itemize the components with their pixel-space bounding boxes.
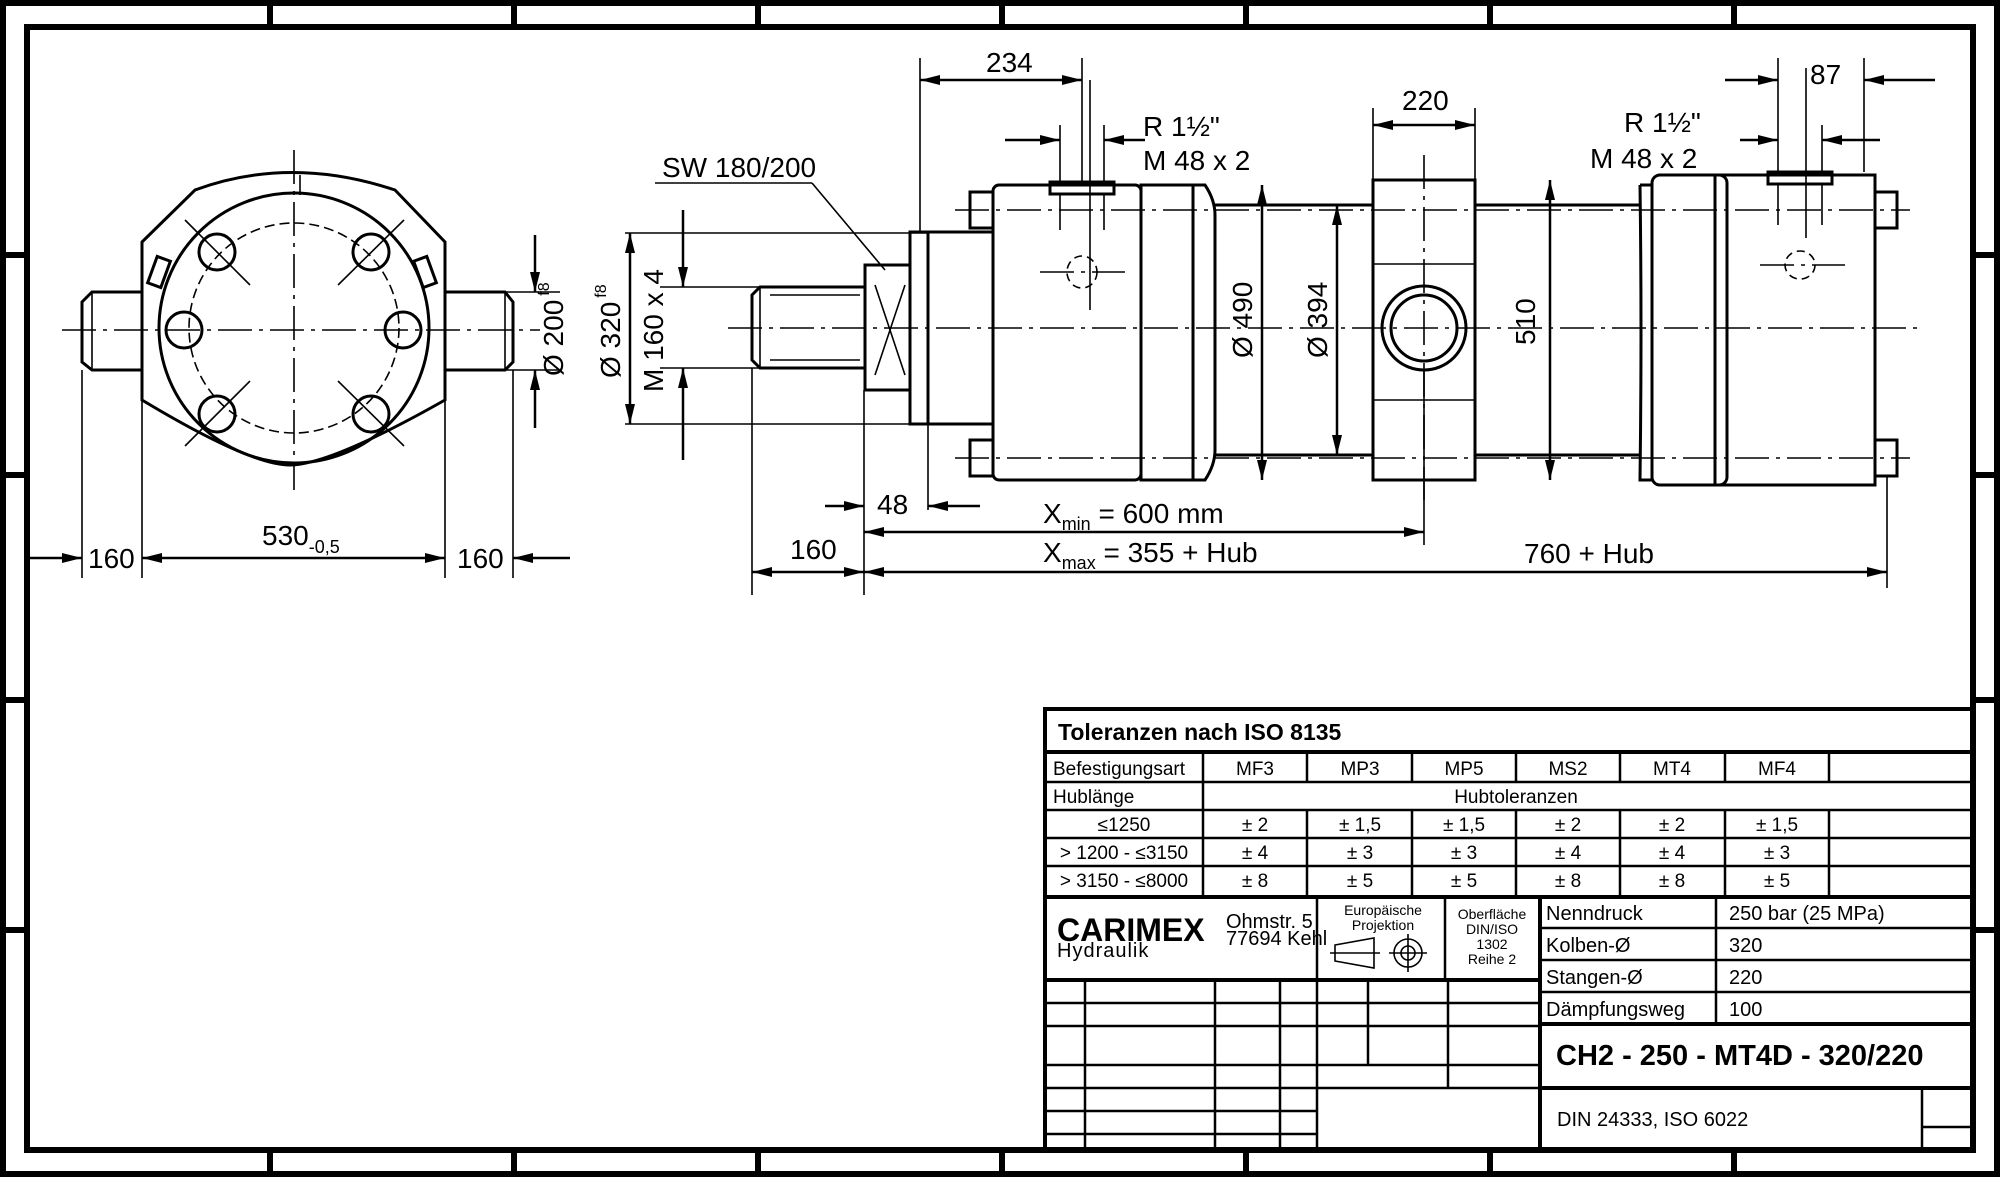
dim-510: 510	[1510, 298, 1541, 345]
dim-port-m-left: M 48 x 2	[1143, 145, 1250, 176]
company-city: 77694 Kehl	[1226, 928, 1327, 950]
dim-flange-width: 530-0,5	[262, 520, 340, 557]
mount-type-label: Befestigungsart	[1053, 759, 1186, 780]
dim-port-r-right: R 1½"	[1624, 107, 1701, 138]
dim-side-right: 160	[457, 543, 504, 574]
row-range: ≤1250	[1098, 815, 1151, 836]
bolt-hole	[351, 394, 391, 434]
spec-label: Kolben-Ø	[1546, 935, 1631, 957]
bolt-circle	[188, 222, 400, 434]
mount-type-ms2: MS2	[1548, 759, 1587, 780]
projection-symbol-icon	[1330, 934, 1427, 972]
dim-dia-320-fit: f8	[593, 284, 610, 297]
row-value: ± 2	[1659, 815, 1685, 836]
projection-label-2: Projektion	[1352, 917, 1414, 933]
projection-label-1: Europäische	[1344, 902, 1422, 918]
row-value: ± 1,5	[1443, 815, 1485, 836]
mount-type-mf3: MF3	[1236, 759, 1274, 780]
dim-wrench-size: SW 180/200	[662, 152, 816, 183]
mount-type-mf4: MF4	[1758, 759, 1796, 780]
row-value: ± 4	[1659, 843, 1686, 864]
spec-label: Stangen-Ø	[1546, 967, 1643, 989]
row-value: ± 5	[1347, 871, 1373, 892]
bolt-hole	[197, 394, 237, 434]
dim-flange-tolerance: -0,5	[309, 537, 340, 557]
dim-thread-m160: M 160 x 4	[638, 269, 669, 392]
side-view	[728, 155, 1920, 500]
part-number: CH2 - 250 - MT4D - 320/220	[1556, 1040, 1923, 1072]
row-value: ± 1,5	[1339, 815, 1381, 836]
mount-type-mp3: MP3	[1340, 759, 1379, 780]
standards: DIN 24333, ISO 6022	[1557, 1109, 1748, 1131]
surface-label-1: Oberfläche	[1458, 906, 1527, 922]
dim-48: 48	[877, 489, 908, 520]
row-value: ± 3	[1764, 843, 1790, 864]
bolt-hole	[197, 232, 237, 272]
tolerance-table-title: Toleranzen nach ISO 8135	[1058, 719, 1342, 745]
company-street: Ohmstr. 5	[1226, 911, 1313, 933]
row-value: ± 8	[1242, 871, 1268, 892]
dim-234: 234	[986, 47, 1033, 78]
company-subtitle: Hydraulik	[1057, 940, 1149, 962]
row-value: ± 4	[1555, 843, 1582, 864]
row-value: ± 8	[1555, 871, 1581, 892]
dim-220: 220	[1402, 85, 1449, 116]
dim-port-m-right: M 48 x 2	[1590, 143, 1697, 174]
dimension-labels: 160 530-0,5 160 Ø 200f8 Ø 320f8 M 160 x …	[88, 47, 1841, 574]
surface-label-4: Reihe 2	[1468, 951, 1516, 967]
bolt-hole	[351, 232, 391, 272]
dim-87: 87	[1810, 59, 1841, 90]
dim-xmin: Xmin = 600 mm	[1043, 498, 1224, 534]
stroke-length-label: Hublänge	[1053, 787, 1134, 808]
row-range: > 3150 - ≤8000	[1060, 871, 1188, 892]
spec-label: Nenndruck	[1546, 903, 1644, 925]
spec-value: 320	[1729, 935, 1762, 957]
surface-label-3: 1302	[1476, 936, 1507, 952]
spec-value: 220	[1729, 967, 1762, 989]
row-value: ± 1,5	[1756, 815, 1798, 836]
dim-dia-200-fit: f8	[536, 282, 553, 295]
dimension-lines	[30, 58, 1935, 595]
mount-type-mt4: MT4	[1653, 759, 1691, 780]
company-name: CARIMEX	[1057, 912, 1205, 948]
row-value: ± 8	[1659, 871, 1685, 892]
dim-dia-320: Ø 320f8	[593, 284, 626, 378]
row-value: ± 5	[1764, 871, 1790, 892]
surface-label-2: DIN/ISO	[1466, 921, 1518, 937]
dim-160-side: 160	[790, 534, 837, 565]
rear-head	[1638, 183, 1654, 482]
dim-port-r-left: R 1½"	[1143, 111, 1220, 142]
right-trunnion-pin	[445, 290, 515, 372]
row-value: ± 2	[1555, 815, 1581, 836]
row-value: ± 3	[1451, 843, 1477, 864]
dim-dia-490: Ø 490	[1227, 282, 1258, 358]
front-head	[991, 183, 1143, 482]
stroke-tolerance-label: Hubtoleranzen	[1454, 787, 1578, 808]
tolerance-table: Toleranzen nach ISO 8135 Befestigungsart…	[1043, 707, 1975, 899]
front-view	[62, 150, 560, 578]
spec-value: 100	[1729, 999, 1762, 1021]
dim-dia-200: Ø 200f8	[536, 282, 569, 376]
title-block: CARIMEX Hydraulik Ohmstr. 5 77694 Kehl E…	[1043, 895, 1975, 1152]
row-value: ± 4	[1242, 843, 1269, 864]
dim-xmax: Xmax = 355 + Hub	[1043, 537, 1258, 573]
spec-value: 250 bar (25 MPa)	[1729, 903, 1885, 925]
row-value: ± 2	[1242, 815, 1268, 836]
dim-760-hub: 760 + Hub	[1524, 538, 1654, 569]
dim-side-left: 160	[88, 543, 135, 574]
row-value: ± 3	[1347, 843, 1373, 864]
left-trunnion-pin	[80, 290, 142, 372]
row-range: > 1200 - ≤3150	[1060, 843, 1188, 864]
dim-dia-394: Ø 394	[1302, 282, 1333, 358]
mount-type-mp5: MP5	[1444, 759, 1483, 780]
spec-label: Dämpfungsweg	[1546, 999, 1685, 1021]
row-value: ± 5	[1451, 871, 1477, 892]
